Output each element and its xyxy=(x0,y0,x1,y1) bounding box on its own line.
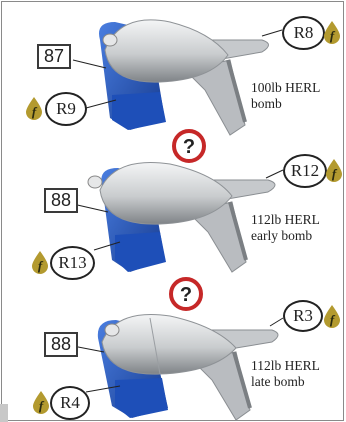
finish-flag-icon: f xyxy=(322,304,342,328)
part-block-88-early: 88 R12 f R13 f 112lb HERL early bomb xyxy=(0,150,346,280)
description-line: 112lb HERL xyxy=(251,212,320,227)
description-line: 100lb HERL xyxy=(251,80,321,95)
description-line: late bomb xyxy=(251,374,305,389)
part-block-88-late: 88 R3 f R4 f 112lb HERL late bomb xyxy=(0,300,346,422)
part-description: 100lb HERL bomb xyxy=(251,80,320,112)
svg-text:?: ? xyxy=(180,284,192,306)
reference-callout-r12: R12 xyxy=(283,154,327,188)
description-line: 112lb HERL xyxy=(251,358,320,373)
bomb-illustration-100lb xyxy=(72,19,283,136)
reference-callout-r8: R8 xyxy=(282,16,325,50)
reference-callout-r4: R4 xyxy=(50,386,90,420)
part-number-box: 88 xyxy=(44,188,78,213)
bomb-illustration-112lb-late xyxy=(72,313,284,421)
description-line: early bomb xyxy=(251,228,313,243)
question-mark-icon: ? xyxy=(169,277,203,311)
question-mark-icon: ? xyxy=(172,129,206,163)
svg-text:?: ? xyxy=(183,136,195,158)
part-description: 112lb HERL late bomb xyxy=(251,358,320,390)
finish-flag-icon: f xyxy=(31,390,51,414)
reference-callout-r3: R3 xyxy=(283,300,323,332)
reference-callout-r13: R13 xyxy=(50,246,95,280)
reference-callout-r9: R9 xyxy=(45,92,87,126)
finish-flag-icon: f xyxy=(30,250,50,274)
part-description: 112lb HERL early bomb xyxy=(251,212,320,244)
bomb-illustration-112lb-early xyxy=(72,161,284,273)
description-line: bomb xyxy=(251,96,282,111)
page-corner-tab xyxy=(0,404,8,422)
finish-flag-icon: f xyxy=(322,20,342,44)
finish-flag-icon: f xyxy=(24,96,44,120)
part-block-87: 87 R8 f R9 f 100lb HERL bomb xyxy=(0,0,346,140)
part-number-box: 88 xyxy=(44,332,78,357)
finish-flag-icon: f xyxy=(324,158,344,182)
part-number-box: 87 xyxy=(37,44,71,69)
